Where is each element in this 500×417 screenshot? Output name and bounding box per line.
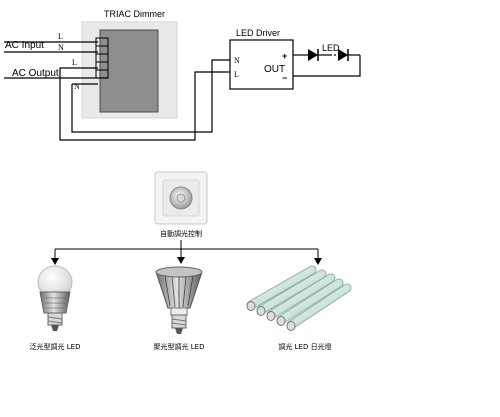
- driver-minus-label: −: [282, 73, 287, 83]
- dimmer-title: TRIAC Dimmer: [104, 9, 165, 19]
- driver-out-label: OUT: [264, 64, 285, 75]
- ac-output-label: AC Output: [12, 68, 59, 79]
- product-3-caption: 調光 LED 日光燈: [278, 342, 331, 351]
- terminal-label-l-bottom: L: [72, 58, 77, 67]
- controller-caption: 自動調光控制: [160, 229, 202, 238]
- led-diode-2: [338, 49, 349, 61]
- dimmer-switch-icon: [154, 171, 208, 225]
- led-driver-box: [229, 39, 294, 90]
- terminal-label-l-top: L: [58, 32, 63, 41]
- product-2-caption: 聚光型調光 LED: [154, 342, 205, 351]
- spot-led-bulb-icon: [155, 266, 203, 334]
- led-string-wires: [293, 54, 361, 77]
- led-label: LED: [322, 43, 340, 53]
- terminal-label-n-top: N: [58, 43, 64, 52]
- driver-terminal-l: L: [234, 70, 239, 79]
- ac-input-label: AC Input: [5, 40, 44, 51]
- distribution-lines: [54, 240, 319, 259]
- arrow-head-3: [314, 258, 322, 265]
- dimmer-wires: [4, 41, 230, 141]
- terminal-label-n-bottom: N: [74, 82, 80, 91]
- driver-title: LED Driver: [236, 28, 280, 38]
- driver-plus-label: +: [282, 51, 287, 61]
- driver-terminal-n: N: [234, 56, 240, 65]
- product-1-caption: 泛光型調光 LED: [30, 342, 81, 351]
- arrow-head-1: [51, 258, 59, 265]
- led-tube-lights-icon: [246, 265, 352, 331]
- arrow-head-2: [177, 257, 185, 264]
- led-diode-1: [308, 49, 319, 61]
- dimmer-panel: [99, 29, 159, 113]
- flood-led-bulb-icon: [37, 265, 73, 331]
